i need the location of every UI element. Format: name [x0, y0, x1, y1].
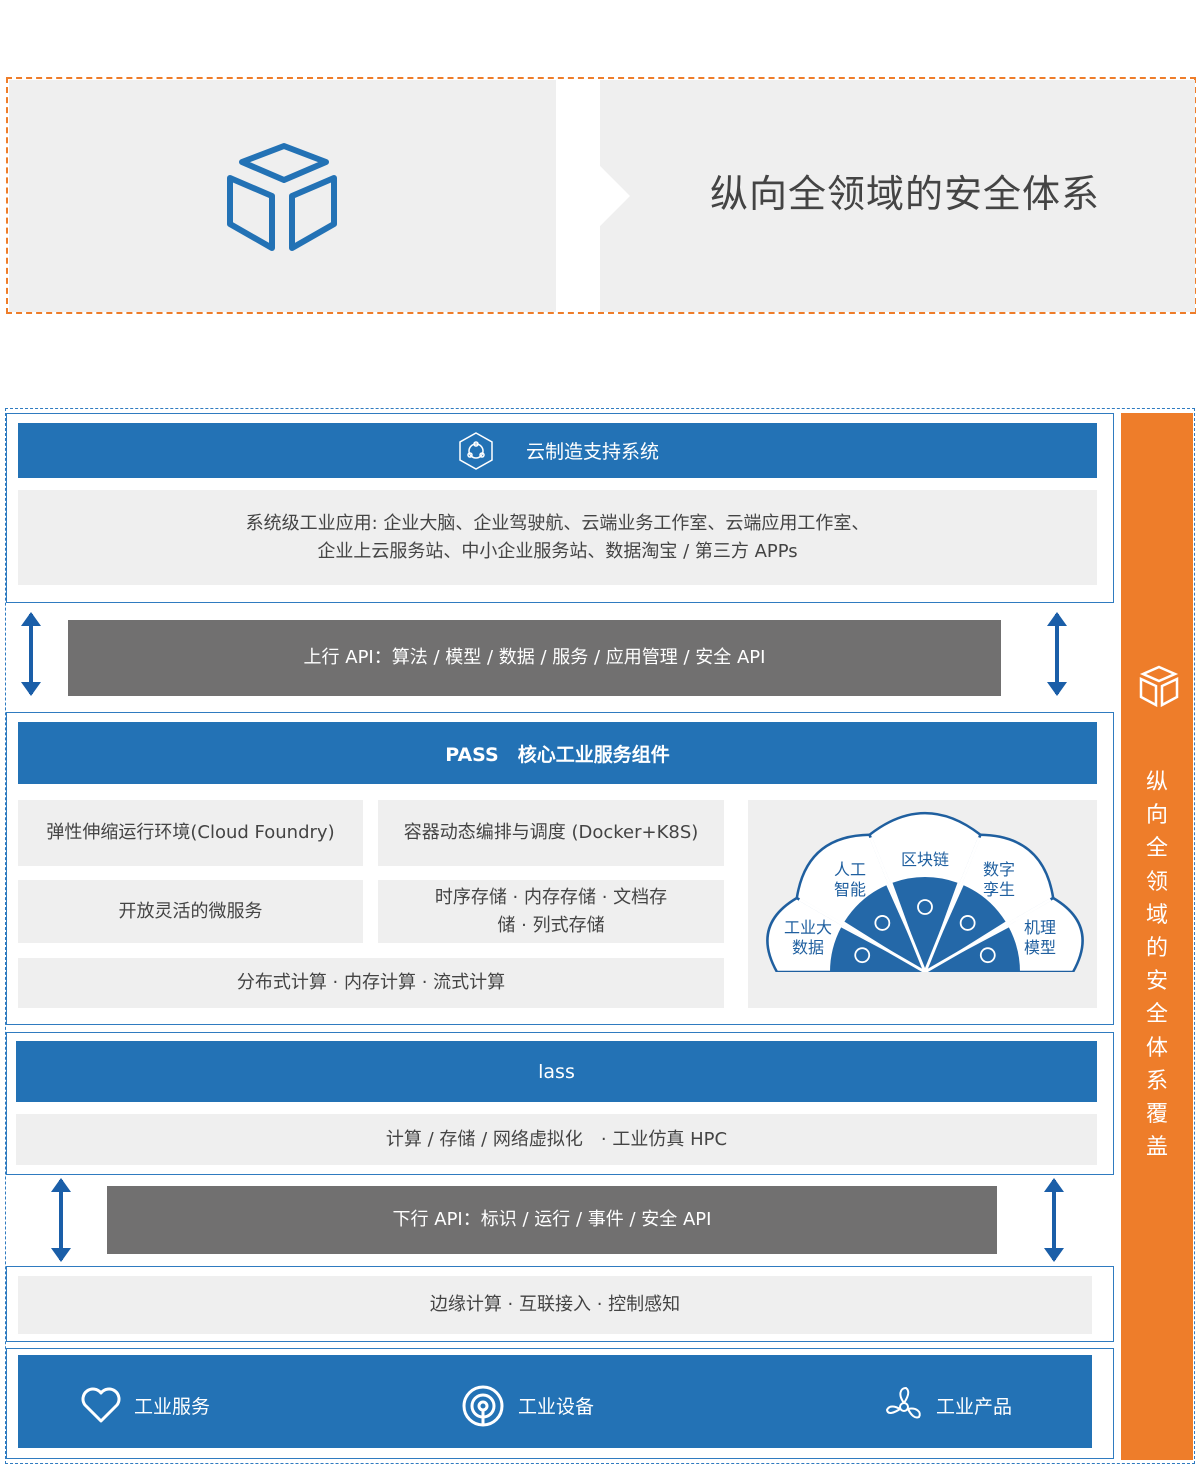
side-coverage-bar — [1121, 413, 1193, 1460]
fan-product-icon — [885, 1386, 921, 1419]
downstream-api-bar: 下行 API：标识 / 运行 / 事件 / 安全 API — [107, 1186, 997, 1254]
pass-cell: 弹性伸缩运行环境(Cloud Foundry) — [18, 800, 363, 866]
fan-label-big-data: 工业大数据 — [783, 918, 832, 957]
cloud-apps: 系统级工业应用: 企业大脑、企业驾驶航、云端业务工作室、云端应用工作室、企业上云… — [18, 490, 1097, 585]
industry-service: 工业服务 — [80, 1382, 210, 1428]
cloud-title: 云制造支持系统 — [525, 441, 659, 463]
fan-divider — [798, 898, 926, 974]
side-cube-icon — [1139, 665, 1179, 708]
fan-label-ai: 人工智能 — [833, 860, 866, 899]
fan-divider — [923, 836, 981, 973]
double-arrow-icon — [1044, 1178, 1064, 1262]
signal-tower-icon — [462, 1385, 504, 1427]
architecture-frame — [5, 408, 1195, 1464]
apps-line-2: 企业上云服务站、中小企业服务站、数据淘宝 / 第三方 APPs — [317, 540, 798, 562]
fan-copy-icon — [917, 899, 933, 915]
fan-label-digital-twin: 数字孪生 — [982, 860, 1015, 899]
page-title: 纵向全领域的安全体系 — [709, 171, 1100, 216]
industry-equipment: 工业设备 — [460, 1380, 594, 1430]
cloud-header: 云制造支持系统 — [18, 423, 1097, 478]
industry-section — [6, 1348, 1114, 1459]
apps-line-1: 系统级工业应用: 企业大脑、企业驾驶航、云端业务工作室、云端应用工作室、 — [245, 512, 870, 534]
fan-wedge-big-data — [830, 927, 925, 972]
fan-base — [748, 972, 1097, 1008]
fan-label-mechanism-model: 机理模型 — [1023, 918, 1056, 957]
double-arrow-icon — [1047, 612, 1067, 696]
upstream-api-bar: 上行 API：算法 / 模型 / 数据 / 服务 / 应用管理 / 安全 API — [68, 620, 1001, 696]
iaas-section — [6, 1032, 1114, 1175]
pass-cell: 分布式计算 · 内存计算 · 流式计算 — [18, 958, 724, 1008]
pass-section — [6, 712, 1114, 1025]
fan-user-icon — [874, 915, 891, 931]
pass-cell: 时序存储 · 内存存储 · 文档存储 · 列式存储 — [378, 880, 724, 943]
fan-divider — [869, 836, 927, 973]
fan-hexagon-icon — [854, 947, 871, 964]
fan-label-blockchain: 区块链 — [900, 850, 949, 869]
edge-body: 边缘计算 · 互联接入 · 控制感知 — [18, 1276, 1092, 1334]
side-vertical-text: 纵向全领域的安全体系覆盖 — [1145, 770, 1168, 1161]
pass-cell: 开放灵活的微服务 — [18, 880, 363, 943]
cloud-section — [6, 413, 1114, 603]
double-arrow-icon — [51, 1178, 71, 1262]
iaas-header: lass — [16, 1041, 1097, 1102]
fan-wedge-mechanism-model — [925, 927, 1020, 972]
fan-network-icon — [959, 915, 976, 931]
cloud-hexagon-icon — [459, 431, 493, 470]
tech-fan-diagram — [748, 811, 1097, 1008]
iaas-body: 计算 / 存储 / 网络虚拟化 · 工业仿真 HPC — [16, 1114, 1097, 1165]
industry-product: 工业产品 — [884, 1382, 1012, 1428]
banner-title-panel — [600, 80, 1195, 312]
fan-wedge-blockchain — [892, 877, 958, 972]
fan-divider — [924, 898, 1052, 974]
pass-cell: 容器动态编排与调度 (Docker+K8S) — [378, 800, 724, 866]
cube-icon — [227, 143, 337, 251]
top-banner — [6, 77, 1196, 314]
industry-bar — [18, 1355, 1092, 1448]
double-arrow-icon — [21, 612, 41, 696]
fan-layers-icon — [979, 947, 996, 964]
edge-section — [6, 1266, 1114, 1342]
pass-header: PASS 核心工业服务组件 — [18, 722, 1097, 784]
banner-icon-panel — [9, 80, 556, 312]
heart-icon — [81, 1387, 121, 1423]
